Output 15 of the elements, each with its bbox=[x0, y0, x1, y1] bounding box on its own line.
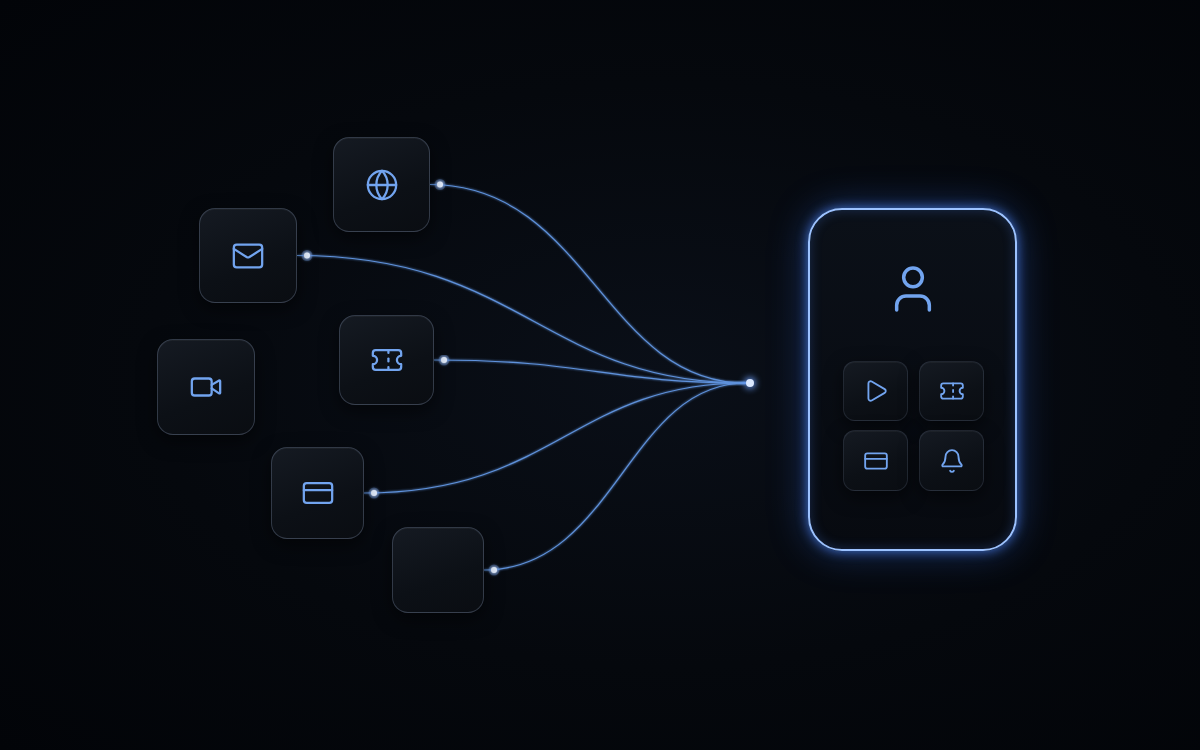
icon-tile bbox=[339, 315, 434, 405]
icon-tile bbox=[919, 361, 984, 421]
icon-tile bbox=[333, 137, 430, 232]
connector-line bbox=[363, 382, 747, 498]
phone-frame bbox=[808, 208, 1017, 551]
connector-line bbox=[483, 382, 747, 575]
icon-tile bbox=[157, 339, 255, 435]
icon-tile bbox=[271, 447, 364, 539]
icon-tile bbox=[843, 361, 908, 421]
icon-tile bbox=[843, 430, 908, 491]
hub-dot bbox=[746, 379, 754, 387]
icon-tile bbox=[919, 430, 984, 491]
empty-tile bbox=[392, 527, 484, 613]
icon-tile bbox=[199, 208, 297, 303]
connector-line bbox=[254, 381, 340, 393]
